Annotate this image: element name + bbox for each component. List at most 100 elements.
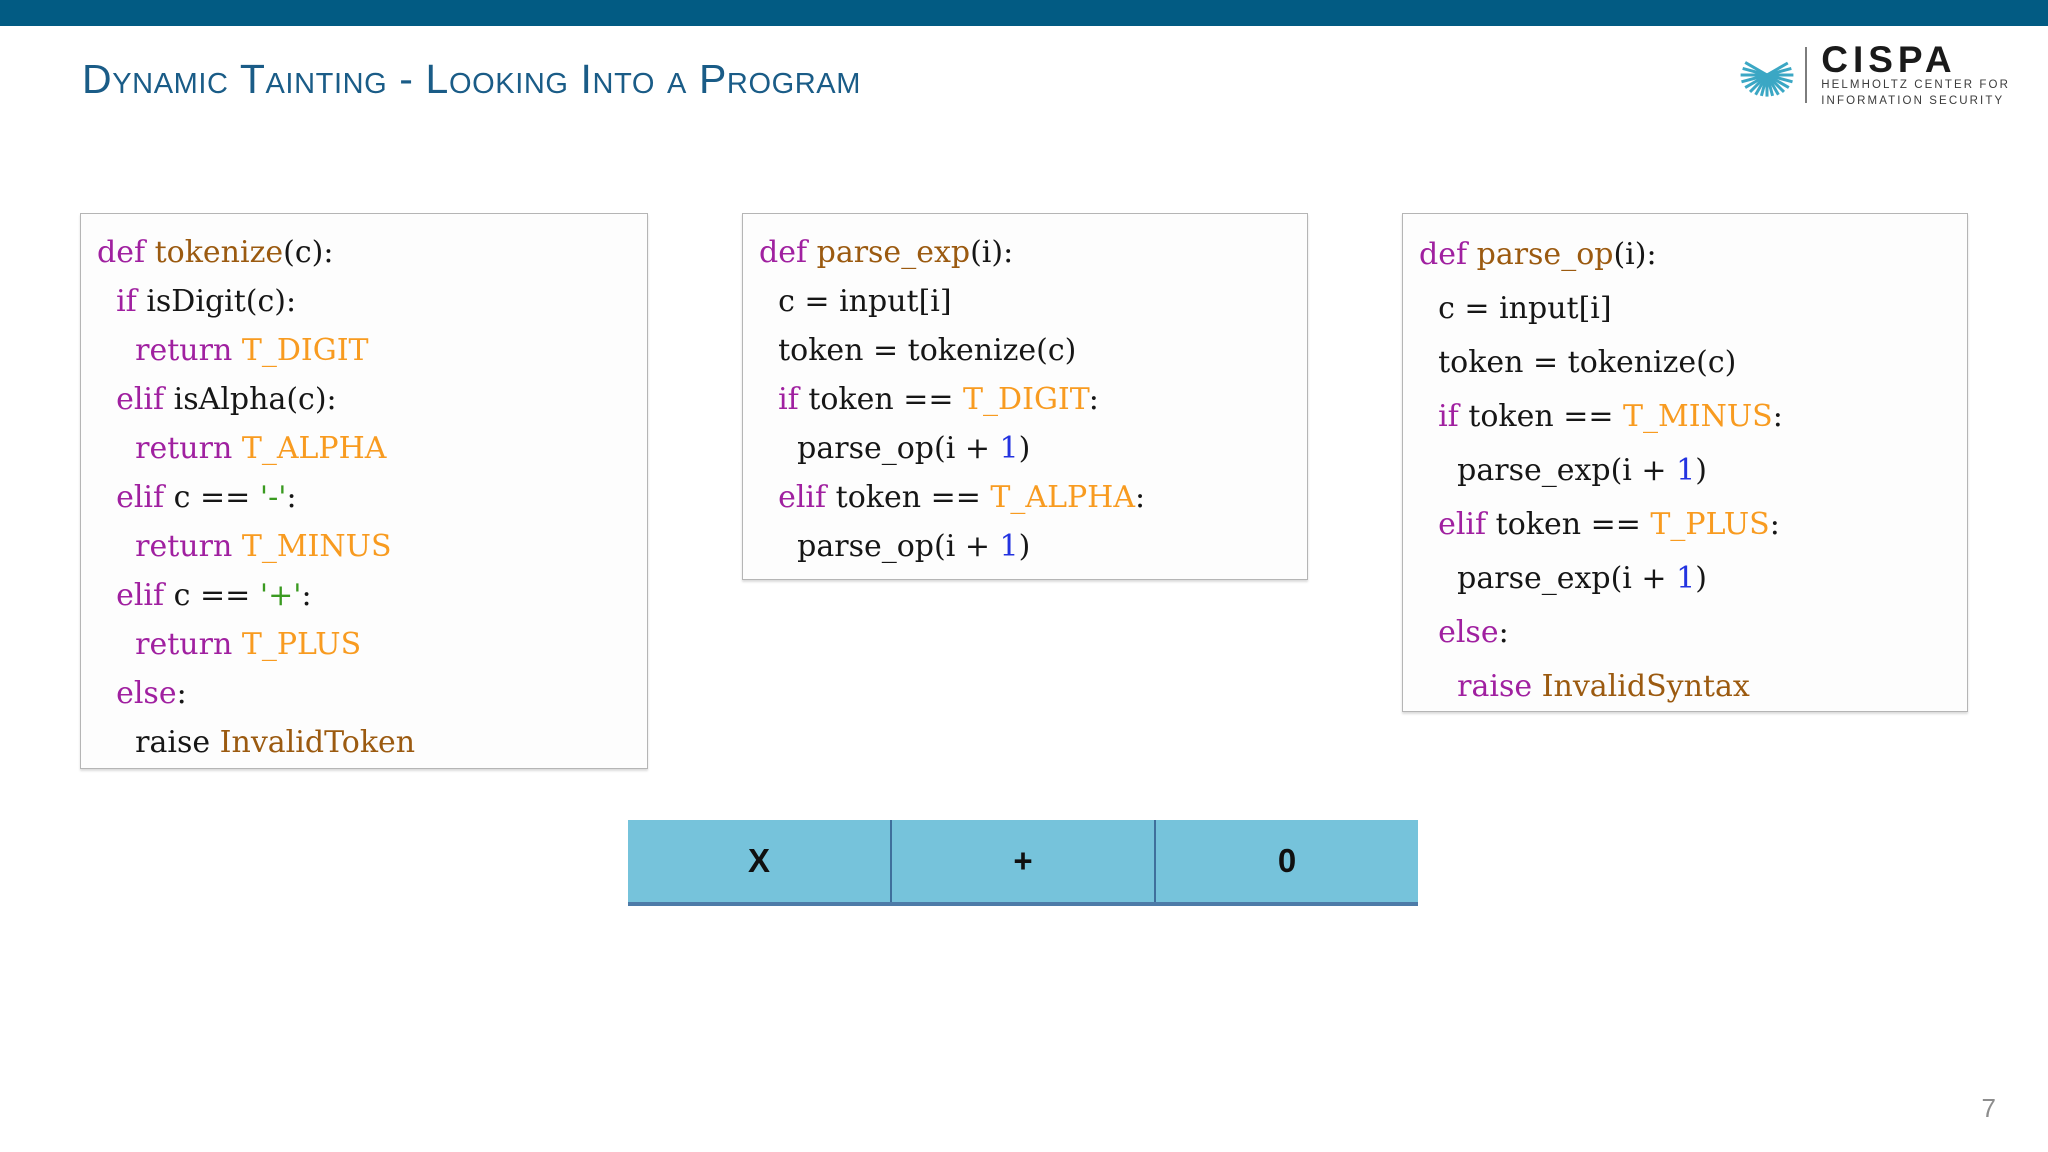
logo-subtitle-line-1: HELMHOLTZ CENTER FOR (1821, 79, 2010, 92)
code-box-parse-op: def parse_op(i): c = input[i] token = to… (1402, 213, 1968, 712)
code-token-num: 1 (1676, 561, 1696, 596)
code-line: elif c == '+': (97, 571, 631, 620)
code-token-fn: InvalidToken (219, 725, 416, 760)
code-token-plain: token = tokenize(c) (1419, 345, 1737, 380)
code-token-plain: (i): (970, 235, 1014, 270)
code-line: if isDigit(c): (97, 277, 631, 326)
code-token-plain (1419, 615, 1438, 650)
code-token-kw: def (97, 235, 155, 270)
code-line: else: (1419, 606, 1951, 660)
logo-text-block: CISPA HELMHOLTZ CENTER FOR INFORMATION S… (1821, 41, 2010, 108)
code-line: def parse_exp(i): (759, 228, 1291, 277)
cispa-logo-mark-icon (1740, 61, 1794, 97)
code-token-plain: : (1498, 615, 1509, 650)
code-token-plain: isAlpha(c): (173, 382, 337, 417)
code-line: parse_exp(i + 1) (1419, 552, 1951, 606)
code-token-str: '-' (259, 480, 287, 515)
code-line: raise InvalidToken (97, 718, 631, 767)
top-accent-bar (0, 0, 2048, 26)
code-token-str: '+' (259, 578, 302, 613)
code-token-plain (1419, 399, 1438, 434)
code-token-plain: c == (173, 480, 260, 515)
input-token-cell-0: X (628, 820, 892, 902)
code-token-plain: ) (1018, 431, 1031, 466)
code-token-kw: def (1419, 237, 1477, 272)
code-token-plain (1419, 669, 1457, 704)
code-token-plain: parse_op(i + (759, 529, 1000, 564)
code-token-const: T_MINUS (1623, 399, 1773, 434)
code-token-fn: parse_op (1476, 237, 1614, 272)
code-token-plain (759, 480, 778, 515)
code-token-num: 1 (999, 529, 1019, 564)
code-token-plain: : (286, 480, 297, 515)
code-line: raise InvalidSyntax (1419, 660, 1951, 714)
code-token-const: T_DIGIT (963, 382, 1089, 417)
code-token-plain: ) (1018, 529, 1031, 564)
code-token-plain: ) (1695, 561, 1707, 596)
code-line: return T_DIGIT (97, 326, 631, 375)
page-title: Dynamic Tainting - Looking Into a Progra… (82, 56, 861, 102)
code-token-plain: : (176, 676, 187, 711)
code-token-plain (1419, 507, 1438, 542)
code-line: if token == T_MINUS: (1419, 390, 1951, 444)
code-token-const: T_MINUS (241, 529, 392, 564)
code-line: parse_exp(i + 1) (1419, 444, 1951, 498)
code-token-kw: elif (778, 480, 836, 515)
code-token-const: T_PLUS (241, 627, 362, 662)
code-token-plain (759, 382, 778, 417)
code-token-kw: elif (116, 578, 174, 613)
code-token-fn: parse_exp (816, 235, 971, 270)
code-token-plain: token = tokenize(c) (759, 333, 1077, 368)
code-token-plain: : (1135, 480, 1146, 515)
code-token-plain: token == (1495, 507, 1651, 542)
code-token-plain: c = input[i] (759, 284, 952, 319)
code-line: return T_PLUS (97, 620, 631, 669)
code-token-plain (97, 725, 135, 760)
code-line: token = tokenize(c) (759, 326, 1291, 375)
code-token-plain: : (301, 578, 312, 613)
code-token-kw: return (135, 333, 242, 368)
code-token-plain (97, 431, 135, 466)
code-line: elif token == T_ALPHA: (759, 473, 1291, 522)
code-token-plain: (c): (283, 235, 334, 270)
code-token-plain (97, 676, 116, 711)
code-token-kw: elif (116, 480, 174, 515)
code-token-plain: parse_op(i + (759, 431, 1000, 466)
code-token-const: T_ALPHA (990, 480, 1135, 515)
code-line: token = tokenize(c) (1419, 336, 1951, 390)
code-token-plain: raise (135, 725, 220, 760)
code-line: else: (97, 669, 631, 718)
code-token-kw: return (135, 627, 242, 662)
code-token-const: T_ALPHA (241, 431, 387, 466)
code-token-plain: (i): (1613, 237, 1657, 272)
code-token-plain: token == (808, 382, 964, 417)
input-token-cell-2: 0 (1156, 820, 1418, 902)
code-token-kw: return (135, 529, 242, 564)
input-token-cell-1: + (892, 820, 1156, 902)
logo-subtitle-line-2: INFORMATION SECURITY (1821, 94, 2005, 107)
logo-divider (1805, 47, 1808, 103)
code-token-kw: def (759, 235, 817, 270)
code-token-plain: ) (1695, 453, 1707, 488)
code-token-num: 1 (999, 431, 1019, 466)
code-token-plain: : (1769, 507, 1780, 542)
code-token-kw: raise (1457, 669, 1542, 704)
code-line: elif token == T_PLUS: (1419, 498, 1951, 552)
code-token-plain (97, 627, 135, 662)
code-token-plain (97, 284, 116, 319)
logo-wordmark: CISPA (1821, 39, 1957, 81)
code-line: def parse_op(i): (1419, 228, 1951, 282)
code-token-plain: parse_exp(i + (1419, 453, 1677, 488)
code-token-kw: if (116, 284, 147, 319)
code-token-plain: token == (835, 480, 991, 515)
cispa-logo: CISPA HELMHOLTZ CENTER FOR INFORMATION S… (1737, 41, 2010, 108)
code-token-plain (97, 529, 135, 564)
code-line: return T_ALPHA (97, 424, 631, 473)
code-token-num: 1 (1676, 453, 1696, 488)
code-token-plain (97, 333, 135, 368)
code-token-kw: elif (1438, 507, 1496, 542)
code-line: c = input[i] (759, 277, 1291, 326)
code-token-fn: InvalidSyntax (1541, 669, 1750, 704)
code-line: if token == T_DIGIT: (759, 375, 1291, 424)
page-number: 7 (1981, 1093, 1996, 1123)
